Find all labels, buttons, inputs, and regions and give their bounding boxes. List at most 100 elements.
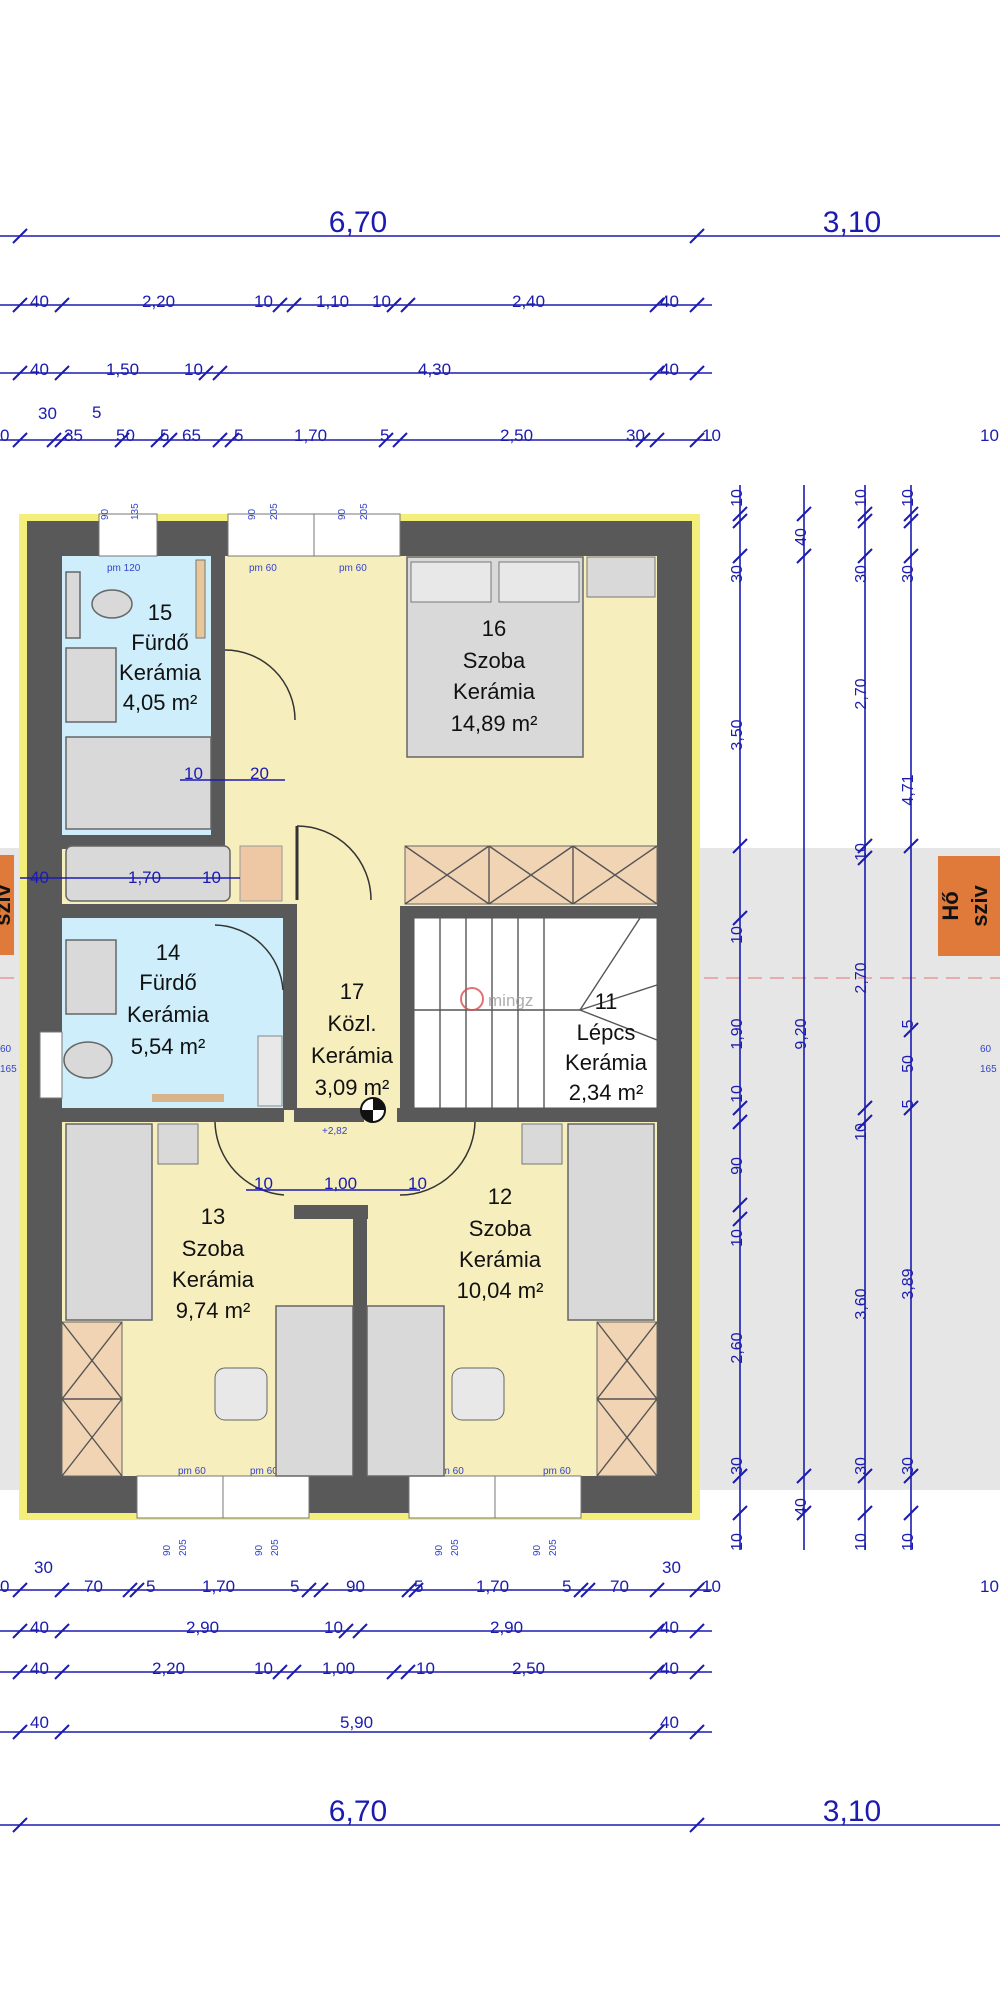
svg-text:5: 5 [160,426,169,445]
inner-dimensions: 10 20 40 1,70 10 10 1,00 10 +2,82 [20,764,427,1193]
svg-text:mingz: mingz [488,991,533,1010]
svg-text:90: 90 [346,1577,365,1596]
vertical-dim-label: 3,60 [853,1288,870,1319]
svg-text:5,90: 5,90 [340,1713,373,1732]
wall-bath14-top [62,904,297,918]
svg-text:2,50: 2,50 [500,426,533,445]
svg-text:Szoba: Szoba [469,1216,532,1241]
svg-text:90: 90 [162,1544,173,1556]
door-swing-icon-4 [214,1121,285,1196]
vertical-dim-label: 5 [900,1019,917,1028]
rack-icon [195,559,206,639]
bed-icon-3 [567,1123,655,1321]
svg-text:Kerámia: Kerámia [119,660,202,685]
svg-text:4,30: 4,30 [418,360,451,379]
vertical-dim-label: 10 [853,843,870,861]
svg-text:pm 60: pm 60 [249,563,277,574]
svg-text:14,89 m²: 14,89 m² [451,711,538,736]
svg-text:Közl.: Közl. [328,1011,377,1036]
svg-text:60: 60 [980,1044,992,1055]
svg-text:30: 30 [626,426,645,445]
svg-text:Kerámia: Kerámia [565,1050,648,1075]
room-label-17: 17 Közl. Kerámia 3,09 m² [311,979,394,1100]
svg-text:40: 40 [30,868,49,887]
svg-text:70: 70 [610,1577,629,1596]
svg-text:10: 10 [202,868,221,887]
wall-rooms-divider [353,1205,367,1490]
left-tag-label: sziv [0,883,15,925]
left-tag [0,855,14,955]
bed-icon-2 [65,1123,153,1321]
svg-text:5: 5 [562,1577,571,1596]
svg-text:0: 0 [0,1577,9,1596]
svg-text:5,54 m²: 5,54 m² [131,1034,206,1059]
room-label-12: 12 Szoba Kerámia 10,04 m² [457,1184,544,1303]
svg-text:17: 17 [340,979,364,1004]
svg-text:Kerámia: Kerámia [127,1002,210,1027]
svg-text:205: 205 [178,1539,189,1556]
shower-icon [65,736,212,830]
toilet-icon-2 [63,1041,113,1079]
svg-text:40: 40 [660,1618,679,1637]
svg-text:40: 40 [30,360,49,379]
hall-gap [284,1110,294,1220]
vertical-dim-label: 4,71 [900,774,917,805]
svg-text:Szoba: Szoba [182,1236,245,1261]
vertical-dim-label: 2,70 [853,678,870,709]
svg-text:Kerámia: Kerámia [453,679,536,704]
room-label-13: 13 Szoba Kerámia 9,74 m² [172,1204,255,1323]
wardrobe-icon-3 [596,1321,658,1477]
door-swing-icon-3 [214,924,284,991]
vertical-dim-label: 10 [729,489,746,507]
svg-text:40: 40 [660,1659,679,1678]
svg-text:10: 10 [254,292,273,311]
room-label-15: 15 Fürdő Kerámia 4,05 m² [119,600,202,715]
svg-text:135: 135 [130,503,141,520]
svg-text:5: 5 [290,1577,299,1596]
svg-text:2,20: 2,20 [152,1659,185,1678]
svg-text:35: 35 [64,426,83,445]
vertical-dim-label: 40 [793,528,810,546]
svg-text:205: 205 [269,503,280,520]
chair-icon [214,1367,268,1421]
window-tags: 90 135 pm 120 90 205 pm 60 90 205 pm 60 … [0,503,997,1556]
overall-top-2: 3,10 [823,206,881,239]
wall-stair-left [400,906,414,1121]
svg-text:Fürdő: Fürdő [139,970,196,995]
vertical-dim-label: 40 [793,1498,810,1516]
svg-text:Lépcs: Lépcs [577,1020,636,1045]
svg-text:90: 90 [254,1544,265,1556]
svg-text:20: 20 [250,764,269,783]
vertical-dim-label: 10 [900,489,917,507]
window-bottom-2 [222,1475,310,1519]
svg-text:13: 13 [201,1204,225,1229]
svg-text:10,04 m²: 10,04 m² [457,1278,544,1303]
wardrobe-icon [404,845,658,905]
svg-text:10: 10 [254,1659,273,1678]
pillow-icon [410,561,492,603]
svg-text:5: 5 [92,403,101,422]
svg-text:pm 120: pm 120 [107,563,141,574]
svg-text:205: 205 [359,503,370,520]
svg-text:40: 40 [660,292,679,311]
vertical-dim-label: 2,60 [729,1332,746,1363]
svg-text:10: 10 [408,1174,427,1193]
svg-text:40: 40 [660,1713,679,1732]
right-tag-label-1: Hő [938,891,963,920]
svg-text:2,50: 2,50 [512,1659,545,1678]
vertical-dim-label: 30 [853,1457,870,1475]
svg-text:1,70: 1,70 [294,426,327,445]
svg-text:10: 10 [254,1174,273,1193]
watermark: mingz [460,987,533,1011]
svg-text:1,70: 1,70 [476,1577,509,1596]
filler [232,556,244,564]
door-swing-icon-5 [399,1121,476,1196]
svg-text:1,70: 1,70 [128,868,161,887]
vertical-dim-label: 3,50 [729,719,746,750]
horizontal-dimensions: 6,70 3,10 40 2,20 10 1,10 10 2,40 40 40 … [0,206,1000,1828]
vertical-dim-label: 3,89 [900,1268,917,1299]
svg-text:90: 90 [532,1544,543,1556]
wardrobe-icon-2 [61,1321,123,1477]
vertical-dim-label: 10 [853,1123,870,1141]
